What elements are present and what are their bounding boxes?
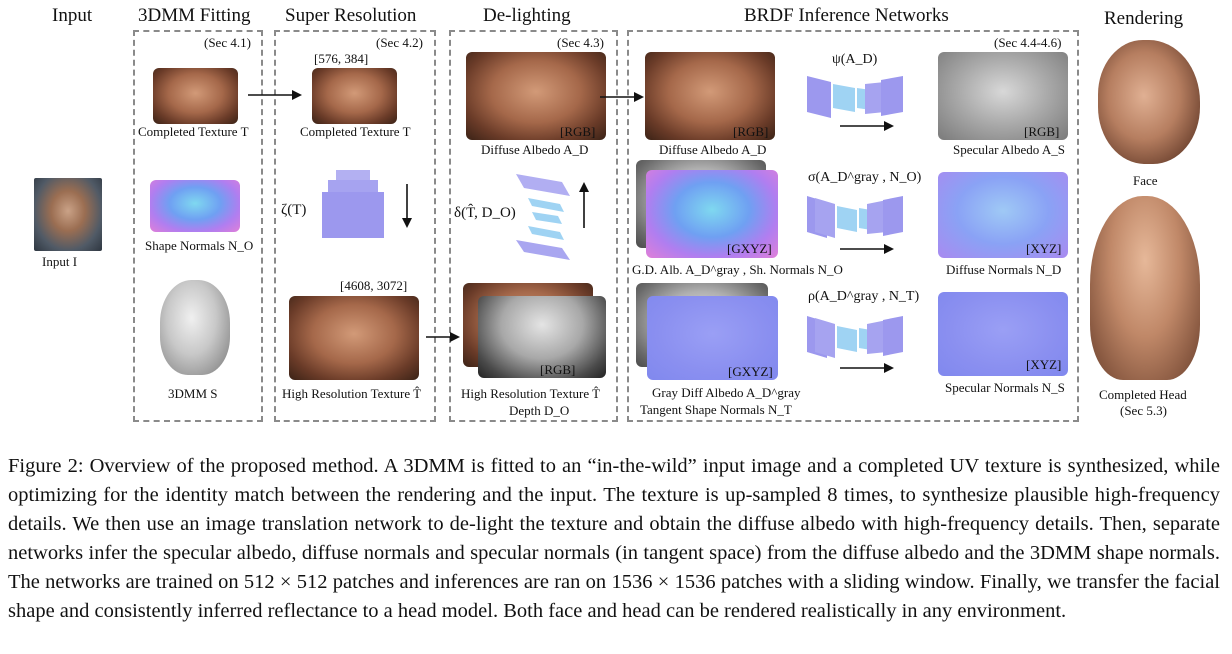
depth-image bbox=[478, 296, 606, 378]
diffuse-normals-image bbox=[938, 172, 1068, 258]
high-res-texture-image bbox=[289, 296, 419, 380]
heading-3dmm-fitting: 3DMM Fitting bbox=[138, 5, 251, 26]
tangent-label: Tangent Shape Normals N_T bbox=[640, 402, 792, 417]
heading-super-resolution: Super Resolution bbox=[285, 5, 417, 26]
down-arrow-icon bbox=[402, 184, 412, 228]
delta-network-label: δ(T̂, D_O) bbox=[454, 205, 516, 221]
face-label: Face bbox=[1133, 173, 1158, 188]
sec-4-4-4-6: (Sec 4.4-4.6) bbox=[994, 35, 1062, 50]
shape-normals-front-image bbox=[646, 170, 778, 258]
gray-diff-label: Gray Diff Albedo A_D^gray bbox=[652, 385, 801, 400]
arrow-delighting-to-brdf bbox=[600, 92, 644, 102]
sigma-network-icon bbox=[807, 196, 903, 238]
diffuse-albedo-label: Diffuse Albedo A_D bbox=[481, 142, 589, 157]
head-render-image bbox=[1090, 196, 1200, 380]
face-render-image bbox=[1098, 40, 1200, 164]
specular-normals-image bbox=[938, 292, 1068, 376]
brdf-box bbox=[627, 30, 1079, 422]
diffuse-normals-label: Diffuse Normals N_D bbox=[946, 262, 1062, 277]
rho-out-arrow bbox=[840, 363, 894, 373]
shape-normals-image bbox=[150, 180, 240, 232]
specular-albedo-image bbox=[938, 52, 1068, 140]
brdf-diffuse-albedo-image bbox=[645, 52, 775, 140]
specular-normals-label: Specular Normals N_S bbox=[945, 380, 1065, 395]
rgb-tag-1: [RGB] bbox=[560, 124, 596, 139]
diffuse-albedo-image bbox=[466, 52, 606, 140]
completed-texture-image bbox=[153, 68, 238, 124]
arrow-fitting-to-sr bbox=[248, 90, 302, 100]
completed-head-label: Completed Head bbox=[1099, 387, 1187, 402]
heading-input: Input bbox=[52, 5, 93, 26]
sec-5-3-label: (Sec 5.3) bbox=[1120, 403, 1167, 418]
sec-4-1: (Sec 4.1) bbox=[204, 35, 251, 50]
gd-alb-label: G.D. Alb. A_D^gray , Sh. Normals N_O bbox=[632, 262, 843, 277]
heading-rendering: Rendering bbox=[1104, 8, 1184, 29]
completed-texture-label-2: Completed Texture T bbox=[300, 124, 411, 139]
fitting-box bbox=[133, 30, 263, 422]
completed-texture-image-2 bbox=[312, 68, 397, 124]
rgb-tag-3: [RGB] bbox=[733, 124, 769, 139]
rgb-tag-4: [RGB] bbox=[1024, 124, 1060, 139]
res-576-384: [576, 384] bbox=[314, 51, 369, 66]
heading-delighting: De-lighting bbox=[483, 5, 571, 26]
psi-out-arrow bbox=[840, 121, 894, 131]
input-photo bbox=[34, 178, 102, 251]
sigma-label: σ(A_D^gray , N_O) bbox=[808, 170, 922, 185]
sec-4-2: (Sec 4.2) bbox=[376, 35, 423, 50]
zeta-network-label: ζ(T) bbox=[281, 202, 307, 218]
delta-network-icon bbox=[516, 174, 570, 260]
figure-caption: Figure 2: Overview of the proposed metho… bbox=[8, 455, 1220, 622]
input-label: Input I bbox=[42, 254, 78, 269]
delighting-box bbox=[449, 30, 618, 422]
shape-normals-label: Shape Normals N_O bbox=[145, 238, 254, 253]
completed-texture-label: Completed Texture T bbox=[138, 124, 249, 139]
high-res-texture-label-2: High Resolution Texture T̂ bbox=[461, 386, 601, 401]
specular-albedo-label: Specular Albedo A_S bbox=[953, 142, 1065, 157]
tangent-normals-image bbox=[647, 296, 778, 380]
xyz-tag-2: [XYZ] bbox=[1026, 357, 1062, 372]
brdf-diffuse-albedo-label: Diffuse Albedo A_D bbox=[659, 142, 767, 157]
psi-network-icon bbox=[807, 76, 903, 118]
gxyz-tag-2: [GXYZ] bbox=[728, 364, 773, 379]
sigma-out-arrow bbox=[840, 244, 894, 254]
arrow-sr-to-delighting bbox=[426, 332, 460, 342]
depth-label: Depth D_O bbox=[509, 403, 570, 418]
heading-brdf: BRDF Inference Networks bbox=[744, 5, 949, 26]
3dmm-shape-image bbox=[160, 280, 230, 375]
3dmm-s-label: 3DMM S bbox=[168, 386, 218, 401]
rho-network-icon bbox=[807, 316, 903, 358]
xyz-tag-1: [XYZ] bbox=[1026, 241, 1062, 256]
gxyz-tag-1: [GXYZ] bbox=[727, 241, 772, 256]
sec-4-3: (Sec 4.3) bbox=[557, 35, 604, 50]
res-4608-3072: [4608, 3072] bbox=[340, 278, 408, 293]
high-res-texture-label: High Resolution Texture T̂ bbox=[282, 386, 422, 401]
zeta-network-icon bbox=[322, 170, 384, 238]
psi-label: ψ(A_D) bbox=[832, 52, 878, 67]
rgb-tag-2: [RGB] bbox=[540, 362, 576, 377]
rho-label: ρ(A_D^gray , N_T) bbox=[808, 289, 920, 304]
up-arrow-icon bbox=[579, 182, 589, 228]
superres-box bbox=[274, 30, 436, 422]
